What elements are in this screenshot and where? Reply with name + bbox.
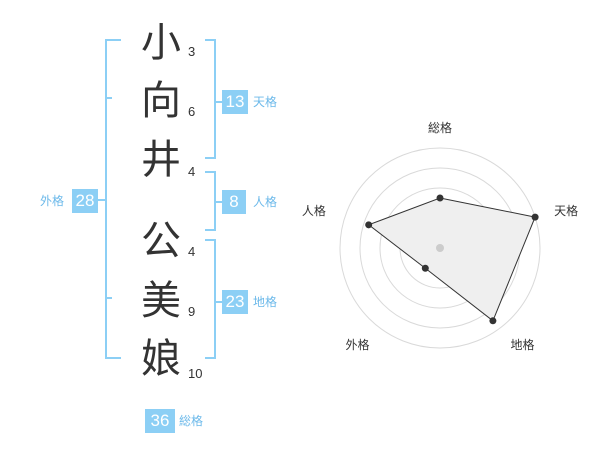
radar-axis-label: 人格 (302, 203, 326, 218)
gaikaku-value: 28 (72, 189, 98, 213)
name-char-1: 小 (141, 20, 181, 66)
jinkaku-label: 人格 (253, 195, 278, 209)
name-char-3: 井 (141, 137, 181, 183)
soukaku-value: 36 (145, 409, 175, 433)
radar-axis-label: 地格 (511, 337, 535, 352)
radar-area (367, 197, 536, 322)
radar-axis-label: 外格 (345, 337, 369, 352)
chikaku-value: 23 (222, 290, 248, 314)
bracket-lines (96, 39, 222, 359)
radar-center (436, 244, 444, 252)
jinkaku-value: 8 (222, 190, 246, 214)
stroke-count-1: 3 (188, 44, 196, 59)
tenkaku-value: 13 (222, 90, 248, 114)
radar-point (365, 221, 373, 229)
gaikaku-label: 外格 (40, 194, 65, 208)
name-char-2: 向 (141, 78, 181, 124)
radar-points (365, 194, 539, 325)
radar-point (489, 317, 497, 325)
radar-axis-label: 総格 (428, 120, 452, 135)
radar-point (436, 194, 444, 202)
radar-point (421, 264, 429, 272)
name-char-6: 娘 (141, 336, 181, 382)
radar-point (531, 213, 539, 221)
stroke-count-3: 4 (188, 164, 196, 179)
name-char-4: 公 (141, 218, 181, 264)
tenkaku-label: 天格 (253, 95, 278, 109)
soukaku-label: 総格 (179, 414, 204, 428)
name-char-5: 美 (141, 278, 181, 324)
stroke-count-5: 9 (188, 304, 196, 319)
radar-ring (339, 147, 541, 349)
radar-axis-label: 天格 (554, 203, 578, 218)
stroke-count-6: 10 (188, 366, 203, 381)
chikaku-label: 地格 (253, 295, 278, 309)
stroke-count-4: 4 (188, 244, 196, 259)
stroke-count-2: 6 (188, 104, 196, 119)
